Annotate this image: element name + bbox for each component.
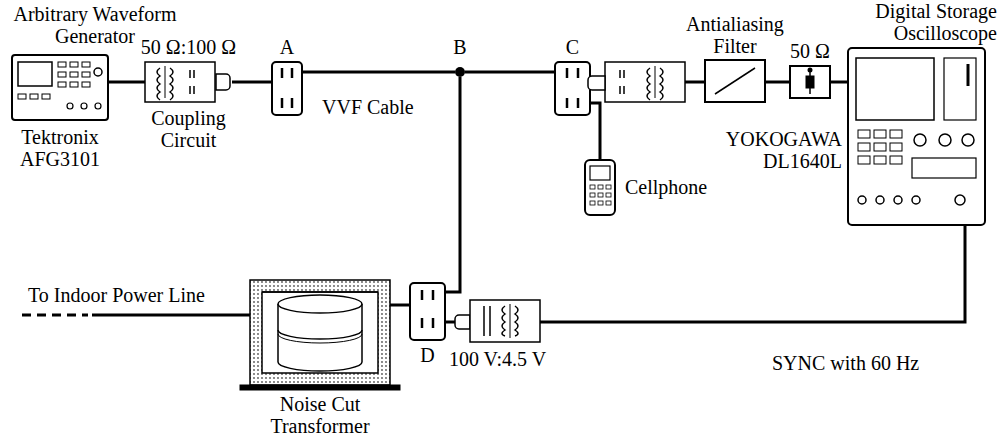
- power-line-label: To Indoor Power Line: [28, 284, 205, 306]
- noise-cut-transformer: Noise Cut Transformer: [250, 280, 390, 385]
- wire: [465, 71, 555, 74]
- power-line-dashed: [22, 314, 88, 317]
- node-label: D: [420, 344, 434, 366]
- waveform-generator: [12, 55, 108, 120]
- coupling-circuit-receive: [588, 62, 685, 102]
- wire: [445, 77, 460, 292]
- wire: [590, 103, 600, 160]
- node-label: Cellphone: [625, 176, 707, 198]
- node-label: C: [566, 36, 579, 58]
- wire: [302, 71, 455, 74]
- model-label: YOKOGAWA DL1640L: [722, 128, 842, 172]
- power-line: [92, 314, 250, 317]
- node-label: B: [453, 36, 466, 58]
- wire: [540, 225, 965, 322]
- terminator: [790, 66, 830, 98]
- coupling-circuit: 50 Ω:100 ΩCoupling Circuit: [145, 62, 232, 102]
- node-label: 100 V:4.5 V: [449, 348, 546, 370]
- outlet: A: [272, 62, 302, 115]
- step-down-transformer: [455, 300, 540, 342]
- cellphone: Cellphone: [585, 160, 615, 215]
- outlet: C: [555, 62, 590, 115]
- node-label: Digital Storage Oscilloscope: [847, 0, 997, 44]
- outlet-c: [555, 62, 590, 115]
- wire: [108, 81, 145, 84]
- node-label: 50 Ω: [790, 40, 830, 62]
- terminator: 50 Ω: [790, 66, 830, 98]
- model-label: Tektronix AFG3101: [0, 126, 120, 170]
- wire: [445, 321, 455, 324]
- outlet-d: [410, 283, 445, 340]
- waveform-generator: Arbitrary Waveform GeneratorTektronix AF…: [12, 55, 108, 120]
- node-label: Antialiasing Filter: [678, 13, 793, 57]
- outlet-a: [272, 62, 302, 115]
- wire: [390, 304, 410, 307]
- coupling-circuit: [145, 62, 230, 102]
- node-label: Noise Cut Transformer: [260, 393, 380, 437]
- junction-point: B: [455, 67, 465, 77]
- oscilloscope: Digital Storage OscilloscopeYOKOGAWA DL1…: [848, 48, 985, 225]
- cable-label: VVF Cable: [322, 96, 414, 118]
- wire: [232, 81, 272, 84]
- node-label: A: [280, 36, 294, 58]
- step-down-transformer: 100 V:4.5 V: [455, 300, 540, 342]
- signal-label: SYNC with 60 Hz: [772, 352, 919, 374]
- outlet: D: [410, 283, 445, 340]
- wire: [765, 81, 790, 84]
- model-label: Coupling Circuit: [141, 107, 236, 151]
- antialiasing-filter: [705, 60, 765, 102]
- wire: [830, 81, 848, 84]
- noise-cut-transformer: [240, 280, 400, 390]
- oscilloscope: [848, 48, 985, 225]
- antialiasing-filter: Antialiasing Filter: [705, 60, 765, 102]
- node-label: 50 Ω:100 Ω: [141, 36, 236, 58]
- cellphone: [585, 160, 615, 215]
